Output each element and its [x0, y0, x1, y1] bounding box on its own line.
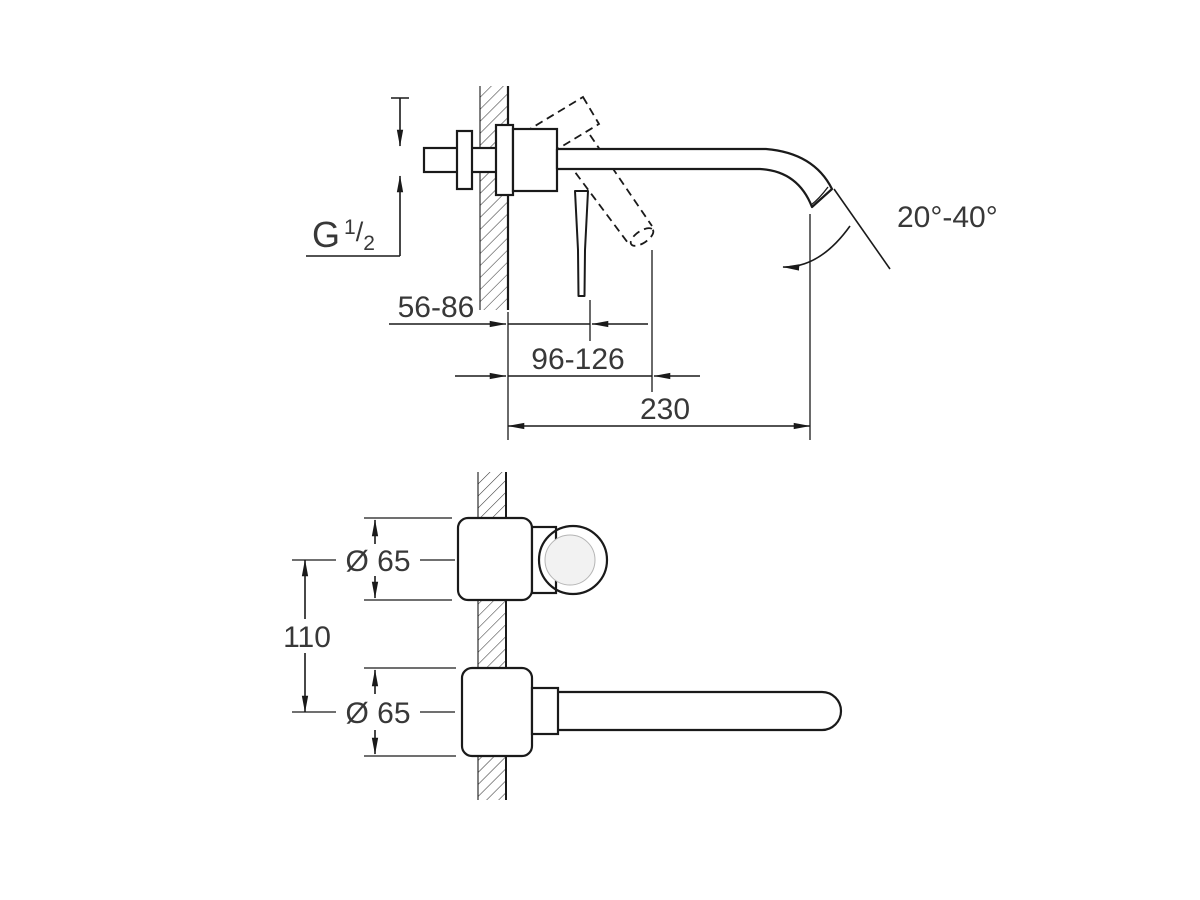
swivel-tip-outline — [629, 227, 655, 247]
thread-slash: / — [356, 217, 364, 247]
handle-knob — [537, 524, 609, 596]
swivel-angle-label: 20°-40° — [897, 201, 998, 234]
swivel-base-outline — [523, 95, 601, 161]
spout-reach-label: 230 — [640, 393, 690, 426]
escutcheon-side — [511, 127, 559, 193]
label-backing — [336, 542, 420, 576]
spout-outlet-rim — [810, 186, 829, 206]
top-diameter-label: Ø 65 — [345, 545, 410, 578]
handle-knob-face — [544, 534, 596, 586]
spout-tube — [555, 147, 834, 209]
spout-tube-front — [538, 690, 843, 732]
angle-arc-arrow — [782, 225, 851, 271]
dim-diameter-top: Ø 65 — [292, 517, 455, 601]
handle-lever — [574, 190, 589, 297]
dim-reach-230: 230 — [507, 214, 811, 440]
handle-unit-front-view — [456, 516, 609, 602]
thread-denominator: 2 — [363, 232, 375, 255]
handle-reach-label: 96-126 — [531, 343, 624, 376]
mount-plate-inner — [455, 129, 474, 191]
spout-collar — [530, 686, 560, 736]
spout-escutcheon — [460, 666, 534, 758]
thread-prefix: G — [312, 214, 340, 255]
dim-depth-56-86: 56-86 — [389, 291, 648, 341]
handle-escutcheon — [456, 516, 534, 602]
front-view: Ø 65 110 Ø 65 — [281, 472, 843, 800]
bottom-diameter-label: Ø 65 — [345, 697, 410, 730]
faucet-side-view — [422, 123, 834, 297]
mount-plate-wall — [494, 123, 515, 197]
dim-handle-96-126: 96-126 — [455, 250, 700, 392]
wall-hatch — [480, 86, 508, 310]
dim-diameter-bottom: Ø 65 — [292, 667, 456, 757]
label-backing — [336, 694, 420, 728]
center-distance-label: 110 — [283, 621, 331, 654]
thread-numerator: 1 — [344, 216, 356, 239]
depth-range-label: 56-86 — [398, 291, 475, 324]
spout-unit-front-view — [460, 666, 843, 758]
dim-swivel-angle: 20°-40° — [782, 188, 998, 271]
angle-reference-line — [833, 188, 891, 270]
dim-spacing-110: 110 — [281, 559, 335, 713]
wall-section-side-view — [479, 86, 510, 310]
label-backing — [281, 619, 335, 653]
